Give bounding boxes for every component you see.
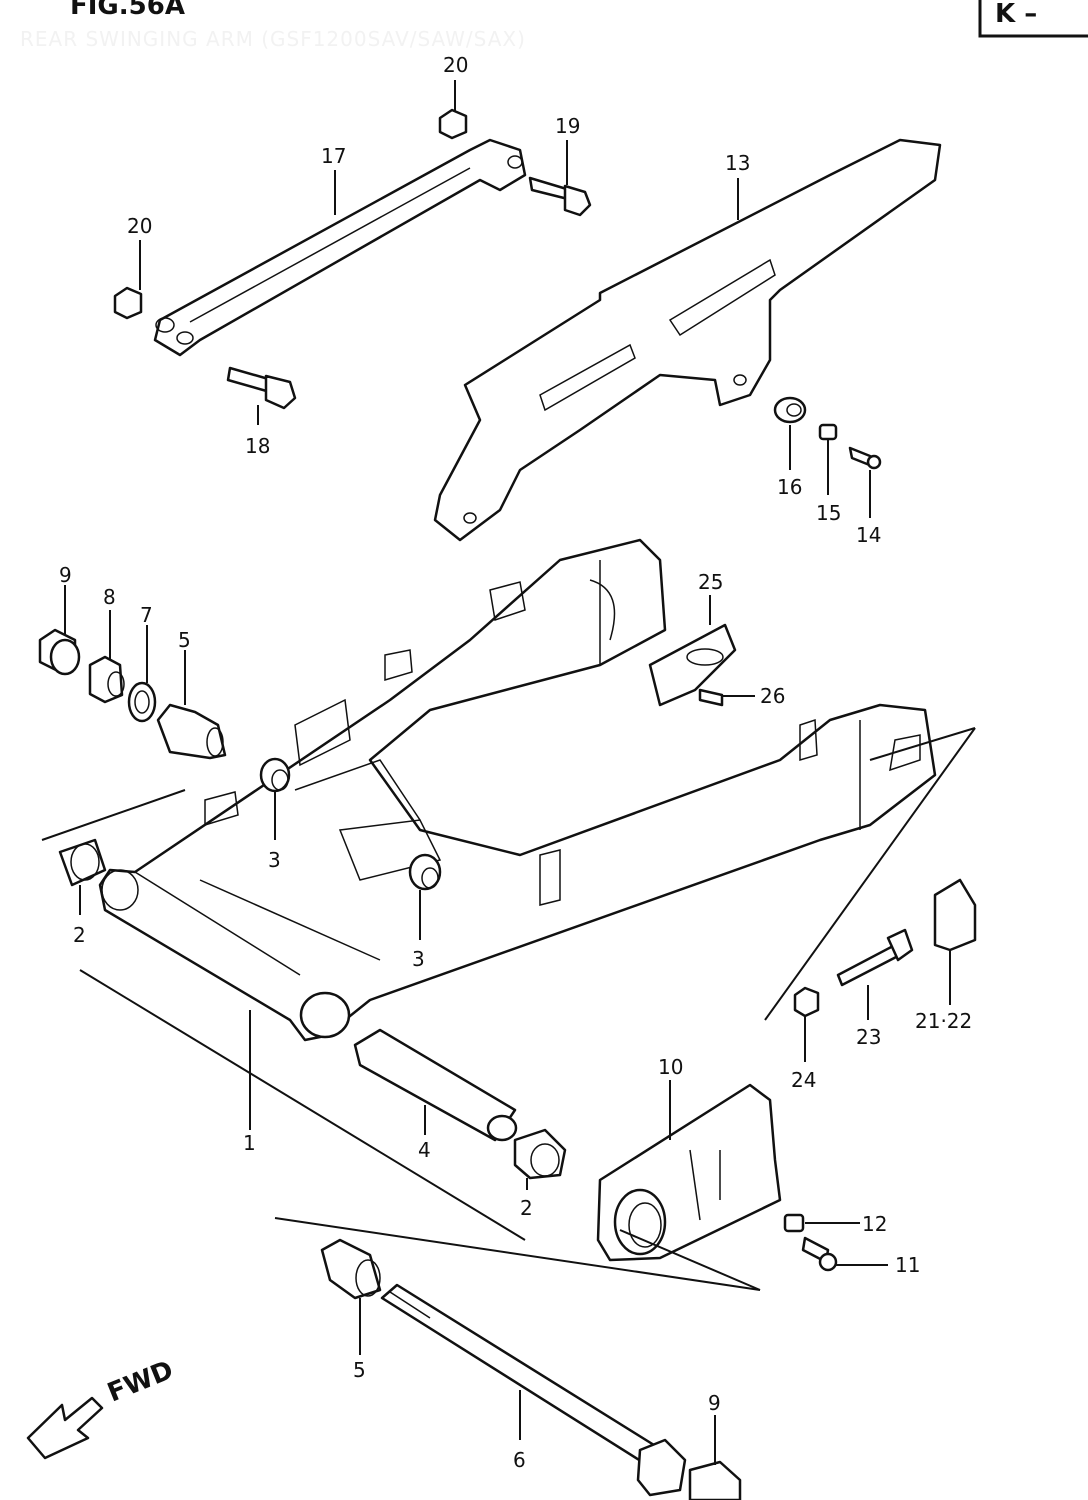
- figure-title: FIG.56A: [70, 0, 185, 21]
- bearing-3-lower: [408, 853, 442, 891]
- bolt-19: [528, 176, 592, 217]
- nut-20-top: [438, 108, 468, 140]
- callout-9-top: 9: [59, 563, 72, 587]
- bushing-5-top: [156, 703, 227, 760]
- callout-8: 8: [103, 585, 116, 609]
- callout-5-top: 5: [178, 628, 191, 652]
- callout-19: 19: [555, 114, 580, 138]
- screw-26: [698, 688, 724, 707]
- callout-9-bottom: 9: [708, 1391, 721, 1415]
- callout-6: 6: [513, 1448, 526, 1472]
- callout-14: 14: [856, 523, 881, 547]
- callout-3-lower: 3: [412, 947, 425, 971]
- clip-21-22: [933, 878, 977, 952]
- callout-2-right: 2: [520, 1196, 533, 1220]
- pivot-shaft-6: [380, 1283, 687, 1497]
- bearing-2-left: [58, 838, 107, 887]
- callout-labels: 20 19 17 13 20 18 16 15 14 9 8 7 5 25 26…: [59, 53, 972, 1472]
- spacer-8: [88, 655, 125, 704]
- bolt-23: [836, 928, 914, 987]
- callout-10: 10: [658, 1055, 683, 1079]
- callout-18: 18: [245, 434, 270, 458]
- callout-20-top: 20: [443, 53, 468, 77]
- callout-12: 12: [862, 1212, 887, 1236]
- screw-14: [848, 446, 882, 470]
- callout-13: 13: [725, 151, 750, 175]
- callout-4: 4: [418, 1138, 431, 1162]
- callout-16: 16: [777, 475, 802, 499]
- collar-15: [818, 423, 838, 441]
- cap-9-top: [38, 628, 81, 676]
- leader-lines: [41, 80, 976, 1465]
- bushing-5-bottom: [320, 1238, 382, 1300]
- torque-link: [153, 138, 527, 357]
- code-box: K –: [978, 0, 1088, 38]
- washer-7: [127, 681, 157, 723]
- plate-25: [648, 623, 737, 707]
- nut-20-left: [113, 286, 143, 320]
- callout-21-22: 21·22: [915, 1009, 972, 1033]
- fwd-arrow-icon: [26, 1396, 104, 1460]
- collar-12: [783, 1213, 805, 1233]
- chain-cover: [433, 138, 942, 542]
- callout-3-upper: 3: [268, 848, 281, 872]
- bolt-18: [226, 366, 297, 410]
- bearing-2-right: [513, 1128, 567, 1180]
- callout-11: 11: [895, 1253, 920, 1277]
- screw-11: [801, 1236, 838, 1272]
- fwd-label: FWD: [103, 1355, 177, 1408]
- nut-24: [793, 986, 820, 1018]
- callout-5-bottom: 5: [353, 1358, 366, 1382]
- swingarm: [98, 538, 937, 1042]
- callout-15: 15: [816, 501, 841, 525]
- spacer-tube-4: [353, 1028, 518, 1142]
- callout-2-left: 2: [73, 923, 86, 947]
- callout-17: 17: [321, 144, 346, 168]
- figure-subtitle: REAR SWINGING ARM (GSF1200SAV/SAW/SAX): [20, 27, 526, 51]
- callout-25: 25: [698, 570, 723, 594]
- grommet-16: [773, 396, 807, 424]
- callout-1: 1: [243, 1131, 256, 1155]
- callout-20-left: 20: [127, 214, 152, 238]
- callout-7: 7: [140, 603, 153, 627]
- callout-24: 24: [791, 1068, 816, 1092]
- chain-buffer-10: [596, 1083, 782, 1262]
- code-box-label: K –: [995, 0, 1037, 29]
- bearing-3-upper: [259, 757, 291, 793]
- cap-9-bottom: [688, 1460, 742, 1500]
- callout-23: 23: [856, 1025, 881, 1049]
- callout-26: 26: [760, 684, 785, 708]
